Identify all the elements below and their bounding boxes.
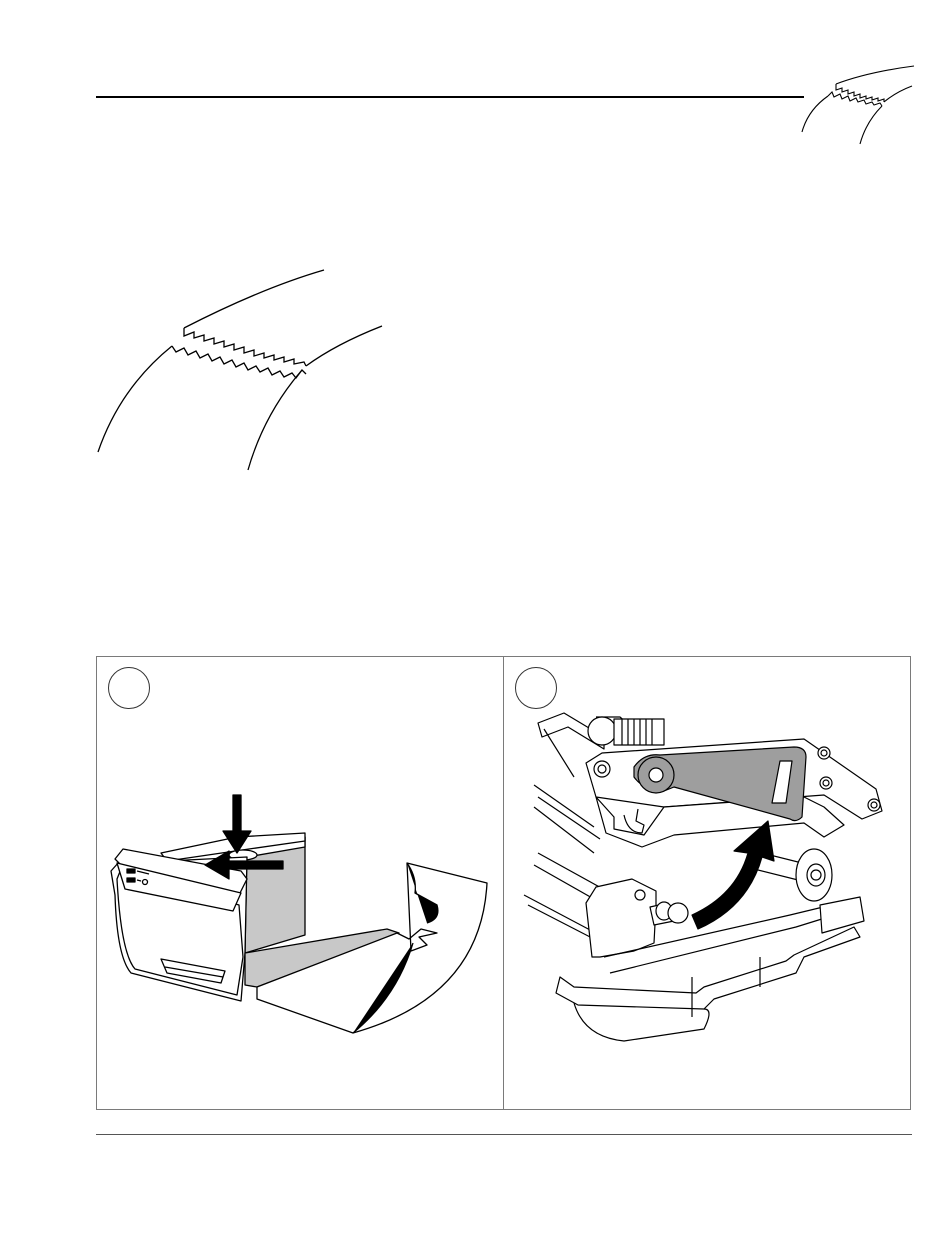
step-1-badge (108, 667, 150, 709)
footer-rule (96, 1134, 912, 1135)
step-2-badge (515, 667, 557, 709)
step-1-illustration (97, 657, 503, 1109)
step-2-illustration (504, 657, 910, 1109)
torn-paper-icon (796, 62, 916, 148)
torn-paper-graphic (92, 264, 392, 478)
header-rule (96, 96, 804, 98)
